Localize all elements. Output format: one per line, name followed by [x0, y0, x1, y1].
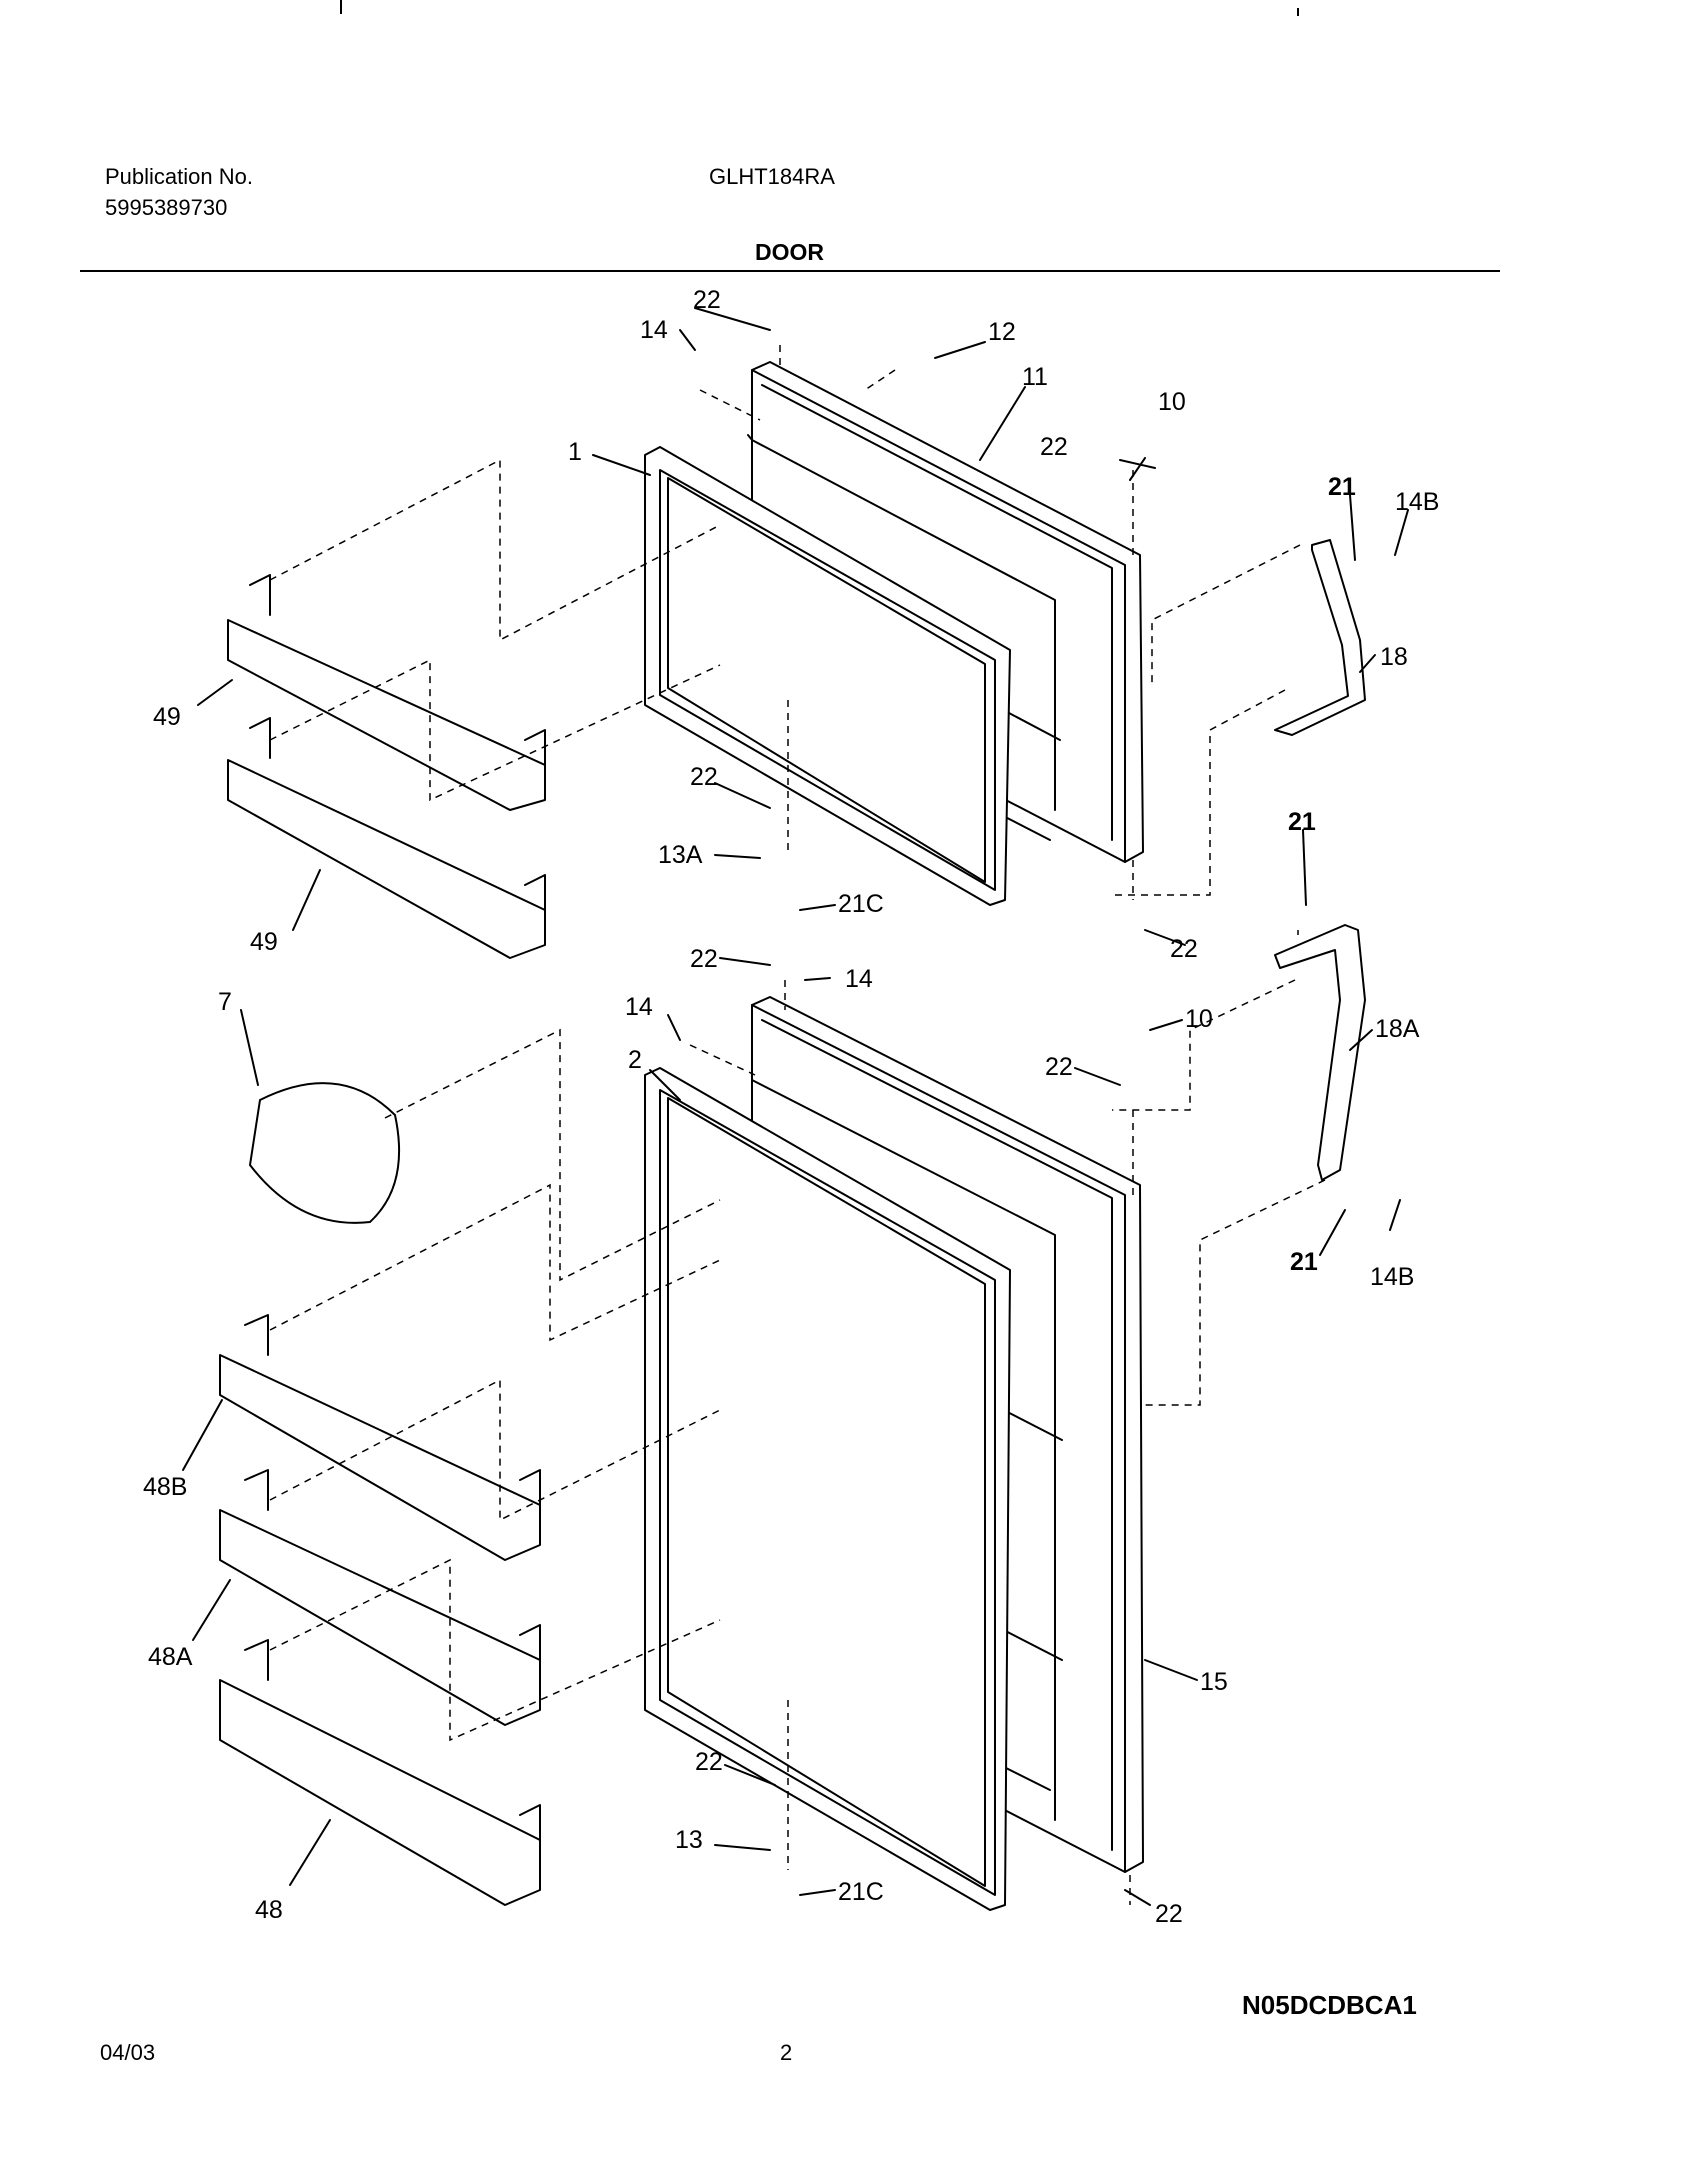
model-number: GLHT184RA	[709, 164, 835, 189]
revision-date: 04/03	[100, 2040, 156, 2065]
callout-21c-top: 21C	[838, 890, 884, 918]
callout-12: 12	[988, 318, 1016, 346]
scan-mark	[340, 0, 342, 14]
callout-13: 13	[675, 1826, 703, 1854]
callout-14-top: 14	[640, 316, 668, 344]
callout-22-mid-right: 22	[1170, 935, 1198, 963]
callout-21-low: 21	[1290, 1248, 1318, 1276]
callout-11: 11	[1022, 363, 1048, 391]
callout-13a: 13A	[658, 841, 703, 869]
publication-label: Publication No.	[105, 164, 253, 189]
hinge-18a	[1274, 924, 1366, 1181]
callout-18: 18	[1380, 643, 1408, 671]
callout-18a: 18A	[1375, 1015, 1420, 1043]
callout-48b: 48B	[143, 1473, 187, 1501]
callout-21c-bottom: 21C	[838, 1878, 884, 1906]
header-rule	[80, 270, 1500, 272]
assembly-guide-lines	[269, 345, 1326, 1905]
freezer-gasket	[644, 446, 1011, 906]
callout-14-lower-right: 14	[845, 965, 873, 993]
publication-number: 5995389730	[105, 195, 228, 220]
callout-48a: 48A	[148, 1643, 193, 1671]
door-bin-49-b	[227, 717, 546, 959]
section-title: DOOR	[755, 239, 824, 265]
callout-14b-top: 14B	[1395, 488, 1439, 516]
callout-49-b: 49	[250, 928, 278, 956]
callout-15: 15	[1200, 1668, 1228, 1696]
callout-22-lower-hinge: 22	[1045, 1053, 1073, 1081]
callout-1: 1	[568, 438, 582, 466]
page-number: 2	[780, 2040, 793, 2065]
callout-48: 48	[255, 1896, 283, 1924]
callout-22-bottom-right: 22	[1155, 1900, 1183, 1928]
door-bin-49-a	[227, 574, 546, 811]
callout-7: 7	[218, 988, 232, 1016]
callout-14b-low: 14B	[1370, 1263, 1414, 1291]
callout-21-mid: 21	[1288, 808, 1316, 836]
callout-22-lower-top: 22	[690, 945, 718, 973]
scan-mark	[1297, 8, 1299, 16]
callout-49-a: 49	[153, 703, 181, 731]
callout-22-top: 22	[693, 286, 721, 314]
callout-22-hinge-top: 22	[1040, 433, 1068, 461]
door-bin-48	[219, 1639, 541, 1906]
door-bin-48b	[219, 1314, 541, 1561]
callout-21-top: 21	[1328, 473, 1356, 501]
callout-22-mid-left: 22	[690, 763, 718, 791]
callout-22-bottom-left: 22	[695, 1748, 723, 1776]
callout-10-top: 10	[1158, 388, 1186, 416]
callout-14-lower-left: 14	[625, 993, 653, 1021]
door-bin-48a	[219, 1469, 541, 1726]
diagram-code: N05DCDBCA1	[1242, 1990, 1417, 2020]
callout-10-lower: 10	[1185, 1005, 1213, 1033]
fresh-food-gasket	[644, 1067, 1011, 1911]
dairy-cover	[249, 1082, 401, 1224]
callout-2: 2	[628, 1046, 642, 1074]
hinge-18	[1274, 539, 1366, 736]
